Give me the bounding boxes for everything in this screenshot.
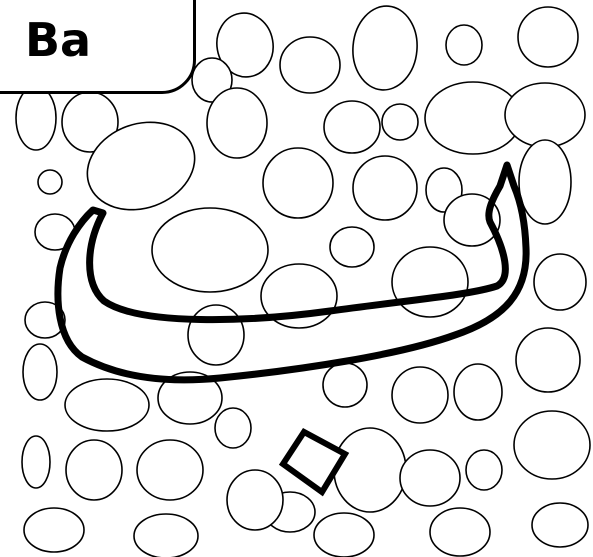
- pebble-shape: [333, 427, 407, 513]
- pebble-shape: [329, 226, 375, 268]
- pebble-shape: [381, 103, 419, 141]
- pebble-shape: [64, 378, 150, 432]
- pebble-shape: [206, 87, 268, 159]
- pebble-shape: [429, 507, 491, 557]
- pebble-shape: [517, 6, 579, 68]
- pebble-shape: [504, 82, 586, 148]
- pebble-shape: [391, 246, 469, 318]
- pebble-shape: [513, 410, 591, 480]
- pebble-shape: [133, 513, 199, 557]
- pebble-shape: [24, 301, 66, 339]
- pebble-shape: [515, 327, 581, 393]
- pebble-shape: [191, 57, 233, 103]
- pebble-shape: [157, 371, 223, 425]
- pebble-shape: [23, 507, 85, 553]
- pebble-shape: [21, 435, 51, 489]
- letter-ba-dot-icon: [278, 428, 350, 497]
- pebble-shape: [518, 139, 572, 225]
- pebble-shape: [313, 512, 375, 557]
- pebble-shape: [322, 362, 368, 408]
- pebble-shape: [279, 36, 341, 94]
- pebble-shape: [187, 304, 245, 366]
- pebble-shape: [262, 147, 334, 219]
- pebble-shape: [37, 169, 63, 195]
- pebble-shape: [22, 343, 58, 401]
- pebble-shape: [445, 24, 483, 66]
- pebble-shape: [443, 193, 501, 247]
- arabic-letter-ba-icon: [54, 161, 530, 384]
- pebble-shape: [15, 85, 57, 151]
- pebble-shape: [533, 253, 587, 311]
- pebble-shape: [86, 121, 196, 211]
- pebble-shape: [323, 100, 381, 154]
- letter-ba-body-outline: [54, 161, 530, 384]
- pebble-shape: [399, 449, 461, 507]
- pebble-shape: [136, 439, 204, 501]
- pebble-shape: [391, 366, 449, 424]
- pebble-shape: [214, 407, 252, 449]
- pebble-pattern: [15, 5, 591, 557]
- pebble-shape: [531, 502, 589, 548]
- pebble-shape: [226, 469, 284, 531]
- pebble-shape: [216, 12, 274, 78]
- pebble-shape: [352, 5, 418, 91]
- pebble-shape: [151, 207, 269, 293]
- letter-ba-dot: [278, 428, 350, 497]
- pebble-shape: [453, 363, 503, 421]
- pebble-shape: [352, 155, 418, 221]
- pebble-shape: [465, 449, 503, 491]
- letter-label: Ba: [25, 13, 92, 67]
- letter-label-box: Ba: [0, 0, 196, 94]
- pebble-shape: [65, 439, 123, 501]
